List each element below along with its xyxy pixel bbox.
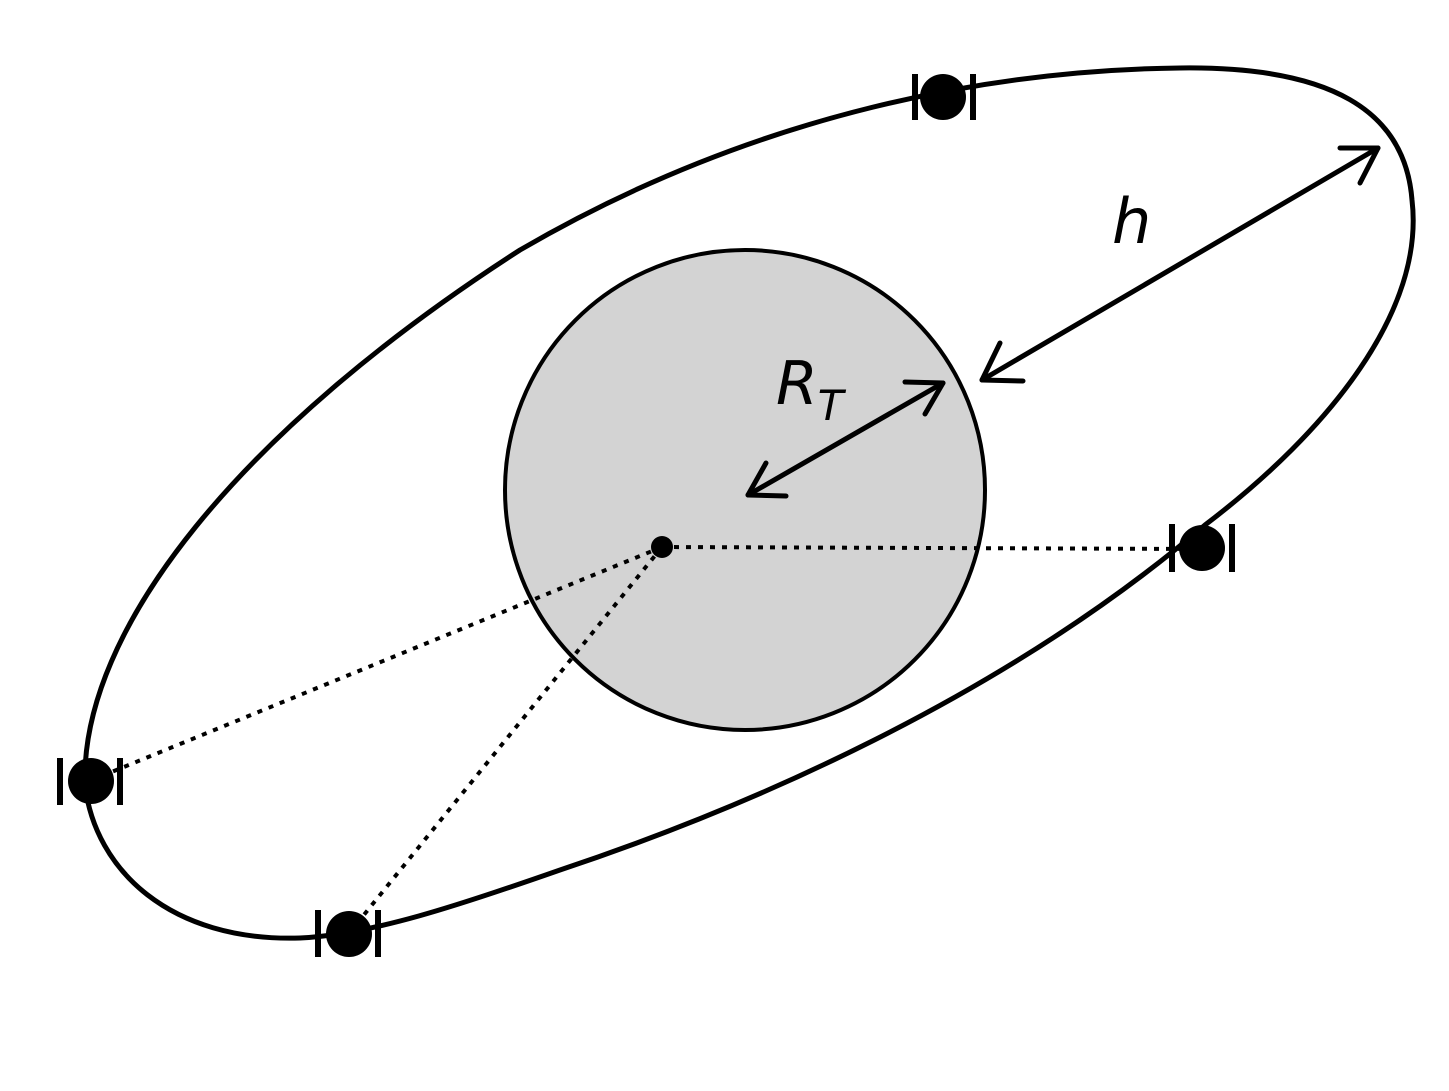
altitude-arrow [979,145,1381,384]
radius-label-main: R [776,349,818,419]
satellite-top [912,74,976,120]
satellite-bottom [315,910,381,957]
radius-arrow [745,379,946,499]
satellite-right [1169,524,1235,572]
position-line-bottom [348,545,664,934]
radius-label: RT [776,349,847,430]
position-line-right [661,545,1201,551]
planet-disc [503,248,987,732]
planet-center-dot [651,536,673,558]
altitude-label: h [1112,185,1151,258]
position-lines [91,545,1201,934]
orbit-ellipse [82,65,1416,941]
radius-label-subscript: T [818,381,847,430]
satellite-left [57,758,123,805]
